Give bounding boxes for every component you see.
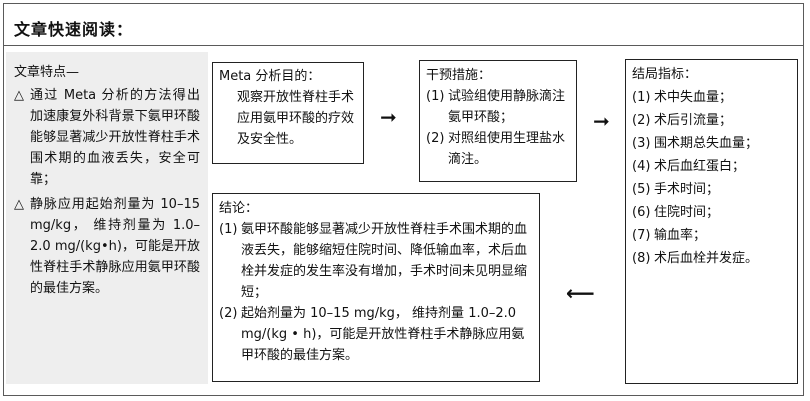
item-index: (7) bbox=[632, 228, 651, 243]
triangle-icon: △ bbox=[14, 197, 24, 212]
purpose-box: Meta 分析目的： 观察开放性脊柱手术应用氨甲环酸的疗效及安全性。 bbox=[212, 62, 364, 164]
item-text: 围术期总失血量； bbox=[654, 136, 759, 151]
item-text: 手术时间； bbox=[654, 182, 720, 197]
arrow-left-icon: ⟵ bbox=[566, 281, 595, 305]
item-text: 对照组使用生理盐水滴注。 bbox=[448, 131, 566, 167]
list-item: (1) 试验组使用静脉滴注氨甲环酸； bbox=[426, 86, 570, 128]
summary-frame: 文章快速阅读： bbox=[3, 3, 804, 396]
list-item: (8) 术后血栓并发症。 bbox=[632, 248, 791, 269]
item-index: (8) bbox=[632, 251, 651, 266]
item-index: (2) bbox=[426, 131, 445, 146]
purpose-title: Meta 分析目的： bbox=[219, 69, 321, 84]
list-item: (2) 对照组使用生理盐水滴注。 bbox=[426, 128, 570, 170]
item-text: 氨甲环酸能够显著减少开放性脊柱手术围术期的血液丢失，能够缩短住院时间、降低输血率… bbox=[241, 222, 528, 300]
features-title: 文章特点— bbox=[14, 65, 80, 80]
list-item: (1) 术中失血量； bbox=[632, 87, 791, 108]
triangle-icon: △ bbox=[14, 88, 24, 103]
list-item: (2) 术后引流量； bbox=[632, 110, 791, 131]
list-item: (2) 起始剂量为 10–15 mg/kg， 维持剂量 1.0–2.0 mg/(… bbox=[219, 303, 533, 366]
item-index: (4) bbox=[632, 159, 651, 174]
item-index: (1) bbox=[219, 222, 238, 237]
item-text: 术后引流量； bbox=[654, 113, 733, 128]
purpose-text: 观察开放性脊柱手术应用氨甲环酸的疗效及安全性。 bbox=[237, 90, 355, 147]
list-item: (3) 围术期总失血量； bbox=[632, 133, 791, 154]
arrow-right-icon: ➞ bbox=[380, 105, 397, 129]
list-item: (6) 住院时间； bbox=[632, 202, 791, 223]
conclusion-box: 结论： (1) 氨甲环酸能够显著减少开放性脊柱手术围术期的血液丢失，能够缩短住院… bbox=[212, 193, 540, 382]
intervention-title: 干预措施： bbox=[426, 68, 492, 83]
item-text: 术中失血量； bbox=[654, 90, 733, 105]
outcomes-box: 结局指标： (1) 术中失血量； (2) 术后引流量； (3) 围术期总失血量；… bbox=[625, 59, 798, 384]
feature-text: 静脉应用起始剂量为 10–15 mg/kg， 维持剂量为 1.0–2.0 mg/… bbox=[30, 197, 200, 296]
item-index: (5) bbox=[632, 182, 651, 197]
list-item: (1) 氨甲环酸能够显著减少开放性脊柱手术围术期的血液丢失，能够缩短住院时间、降… bbox=[219, 219, 533, 303]
item-index: (6) bbox=[632, 205, 651, 220]
item-index: (2) bbox=[632, 113, 651, 128]
item-index: (3) bbox=[632, 136, 651, 151]
arrow-right-icon: ➞ bbox=[593, 109, 610, 133]
item-index: (1) bbox=[426, 89, 445, 104]
feature-bullet: △ 静脉应用起始剂量为 10–15 mg/kg， 维持剂量为 1.0–2.0 m… bbox=[14, 194, 200, 299]
intervention-box: 干预措施： (1) 试验组使用静脉滴注氨甲环酸； (2) 对照组使用生理盐水滴注… bbox=[419, 60, 577, 182]
conclusion-title: 结论： bbox=[219, 201, 259, 216]
list-item: (5) 手术时间； bbox=[632, 179, 791, 200]
feature-text: 通过 Meta 分析的方法得出加速康复外科背景下氨甲环酸能够显著减少开放性脊柱手… bbox=[30, 88, 200, 187]
item-text: 试验组使用静脉滴注氨甲环酸； bbox=[448, 89, 566, 125]
item-text: 术后血红蛋白； bbox=[654, 159, 746, 174]
header-title: 文章快速阅读： bbox=[14, 20, 134, 39]
item-index: (1) bbox=[632, 90, 651, 105]
item-text: 起始剂量为 10–15 mg/kg， 维持剂量 1.0–2.0 mg/(kg •… bbox=[241, 306, 525, 363]
header: 文章快速阅读： bbox=[4, 4, 803, 46]
item-text: 住院时间； bbox=[654, 205, 720, 220]
list-item: (7) 输血率； bbox=[632, 225, 791, 246]
list-item: (4) 术后血红蛋白； bbox=[632, 156, 791, 177]
outcomes-title: 结局指标： bbox=[632, 67, 698, 82]
item-text: 术后血栓并发症。 bbox=[654, 251, 759, 266]
features-panel: 文章特点— △ 通过 Meta 分析的方法得出加速康复外科背景下氨甲环酸能够显著… bbox=[6, 52, 208, 384]
item-index: (2) bbox=[219, 306, 238, 321]
item-text: 输血率； bbox=[654, 228, 707, 243]
feature-bullet: △ 通过 Meta 分析的方法得出加速康复外科背景下氨甲环酸能够显著减少开放性脊… bbox=[14, 85, 200, 190]
